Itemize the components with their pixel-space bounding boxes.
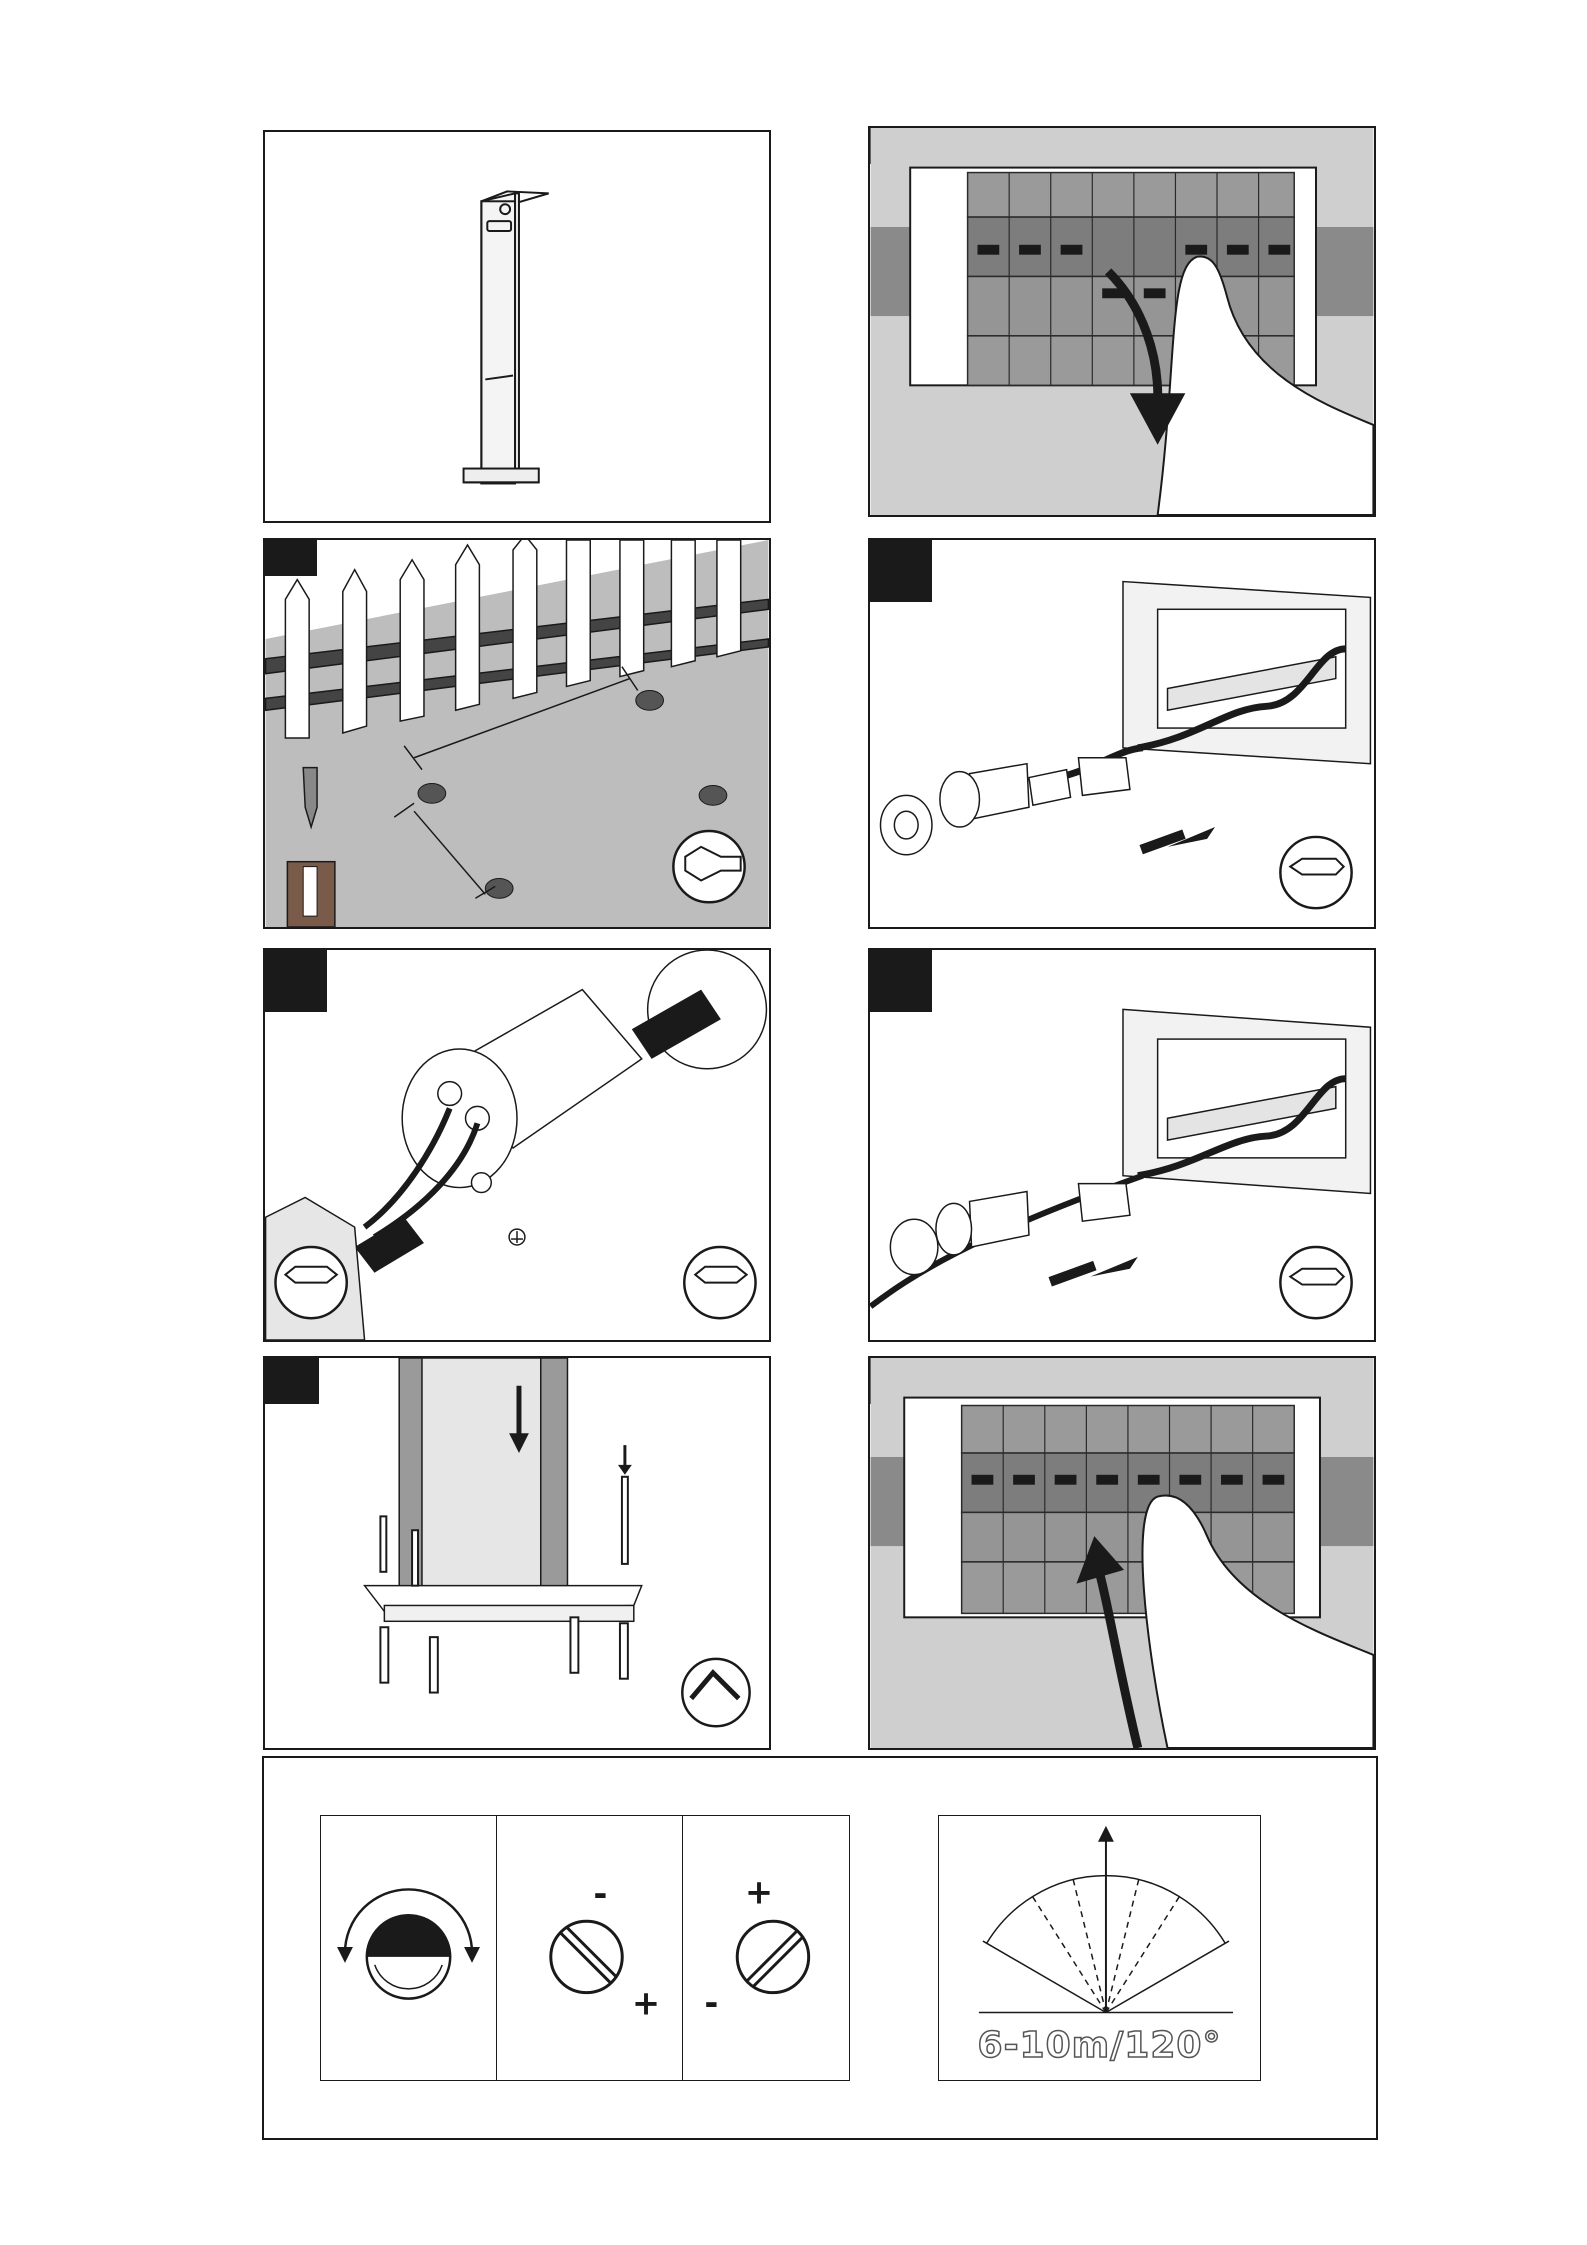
screw-adjust-icon: - + <box>497 1816 682 2080</box>
breaker-switch-off-illustration <box>870 128 1374 515</box>
connector-assembly-illustration <box>870 950 1374 1340</box>
panel-mount-post <box>263 1356 771 1750</box>
sign-bottom: - <box>704 1983 718 2022</box>
sign-top: + <box>745 1872 773 1911</box>
detection-range-box: 6-10m/120° <box>938 1815 1261 2081</box>
post-mounting-illustration <box>265 1358 769 1748</box>
fence-drill-holes-illustration <box>265 540 769 927</box>
panel-switch-on <box>868 1356 1376 1750</box>
breaker-switch-on-illustration <box>870 1358 1374 1748</box>
light-sensor-rotate-icon <box>321 1816 496 2080</box>
panel-product <box>263 130 771 523</box>
screw-adjust-icon: + - <box>683 1816 851 2080</box>
adjustment-controls: - + + - <box>320 1815 850 2081</box>
panel-switch-off <box>868 126 1376 517</box>
sign-top: - <box>593 1874 607 1913</box>
panel-reconnect-connector <box>868 948 1376 1342</box>
screw-adjust-cell-1: - + <box>497 1816 683 2080</box>
light-sensor-cell <box>321 1816 497 2080</box>
bollard-light-illustration <box>265 132 769 521</box>
screw-adjust-cell-2: + - <box>683 1816 851 2080</box>
terminal-wiring-illustration <box>265 950 769 1340</box>
panel-drill-holes <box>263 538 771 929</box>
panel-wiring <box>263 948 771 1342</box>
panel-disconnect-connector <box>868 538 1376 929</box>
connector-disassembly-illustration <box>870 540 1374 927</box>
sign-bottom: + <box>632 1983 660 2022</box>
detection-range-label: 6-10m/120° <box>939 2025 1260 2066</box>
